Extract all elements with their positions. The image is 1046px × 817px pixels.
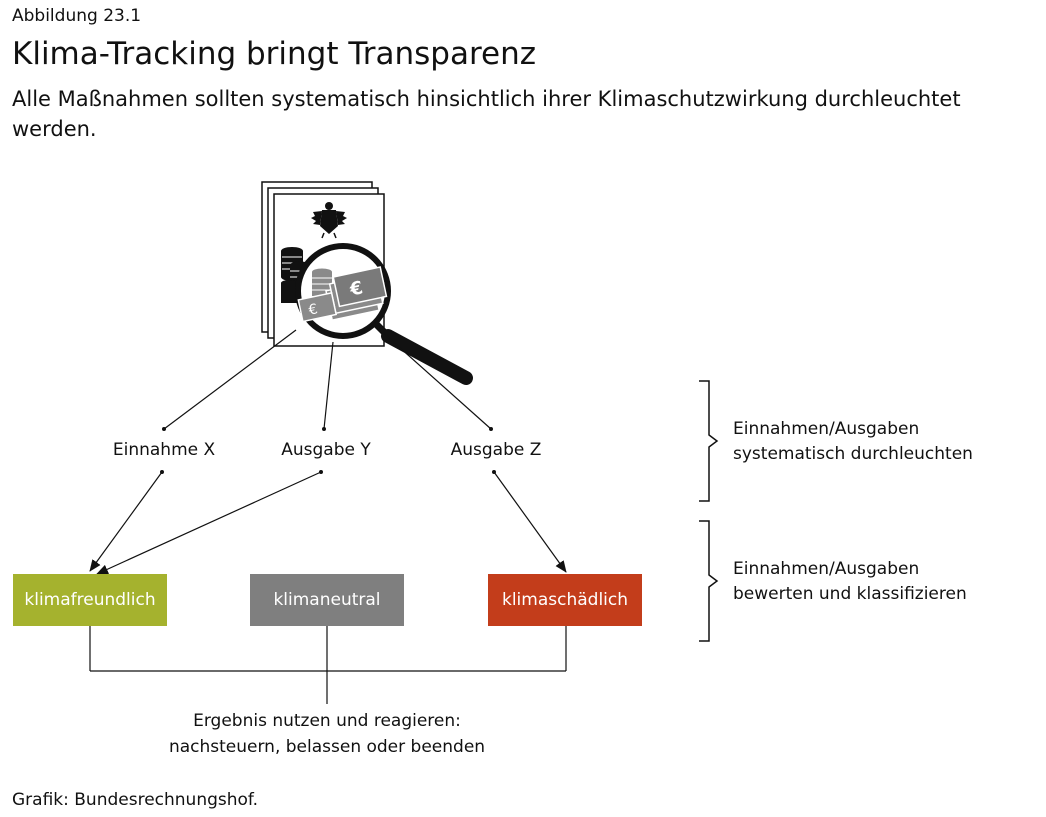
document-magnifier-icon: € € (261, 181, 473, 385)
page-title: Klima-Tracking bringt Transparenz (12, 36, 537, 72)
svg-text:€: € (307, 301, 319, 319)
result-line: nachsteuern, belassen oder beenden (168, 737, 486, 757)
side-note-klassifizieren: Einnahmen/Ausgaben bewerten und klassifi… (733, 557, 967, 607)
side-note-line: Einnahmen/Ausgaben (733, 559, 920, 579)
category-klimafreundlich-box: klimafreundlich (13, 574, 167, 626)
connector-lines (163, 329, 492, 430)
page-subtitle: Alle Maßnahmen sollten systematisch hins… (12, 87, 961, 141)
figure-label: Abbildung 23.1 (12, 6, 142, 26)
side-note-line: bewerten und klassifizieren (733, 584, 967, 604)
source-credit: Grafik: Bundesrechnungshof. (12, 790, 259, 810)
item-einnahme-x: Einnahme X (112, 440, 216, 460)
item-ausgabe-z: Ausgabe Z (450, 440, 542, 460)
side-note-durchleuchten: Einnahmen/Ausgaben systematisch durchleu… (733, 417, 973, 467)
brace-icon (699, 380, 719, 642)
svg-text:€: € (347, 277, 365, 300)
classification-arrows (89, 471, 567, 575)
category-klimaneutral-box: klimaneutral (250, 574, 404, 626)
eagle-icon (311, 202, 347, 239)
result-line: Ergebnis nutzen und reagieren: (193, 711, 461, 731)
banknote-icon: € € (297, 266, 388, 323)
side-note-line: Einnahmen/Ausgaben (733, 419, 920, 439)
side-note-line: systematisch durchleuchten (733, 444, 973, 464)
item-ausgabe-y: Ausgabe Y (281, 440, 371, 460)
result-text: Ergebnis nutzen und reagieren: nachsteue… (107, 708, 547, 760)
category-klimaschaedlich-box: klimaschädlich (488, 574, 642, 626)
result-bracket (89, 626, 567, 704)
